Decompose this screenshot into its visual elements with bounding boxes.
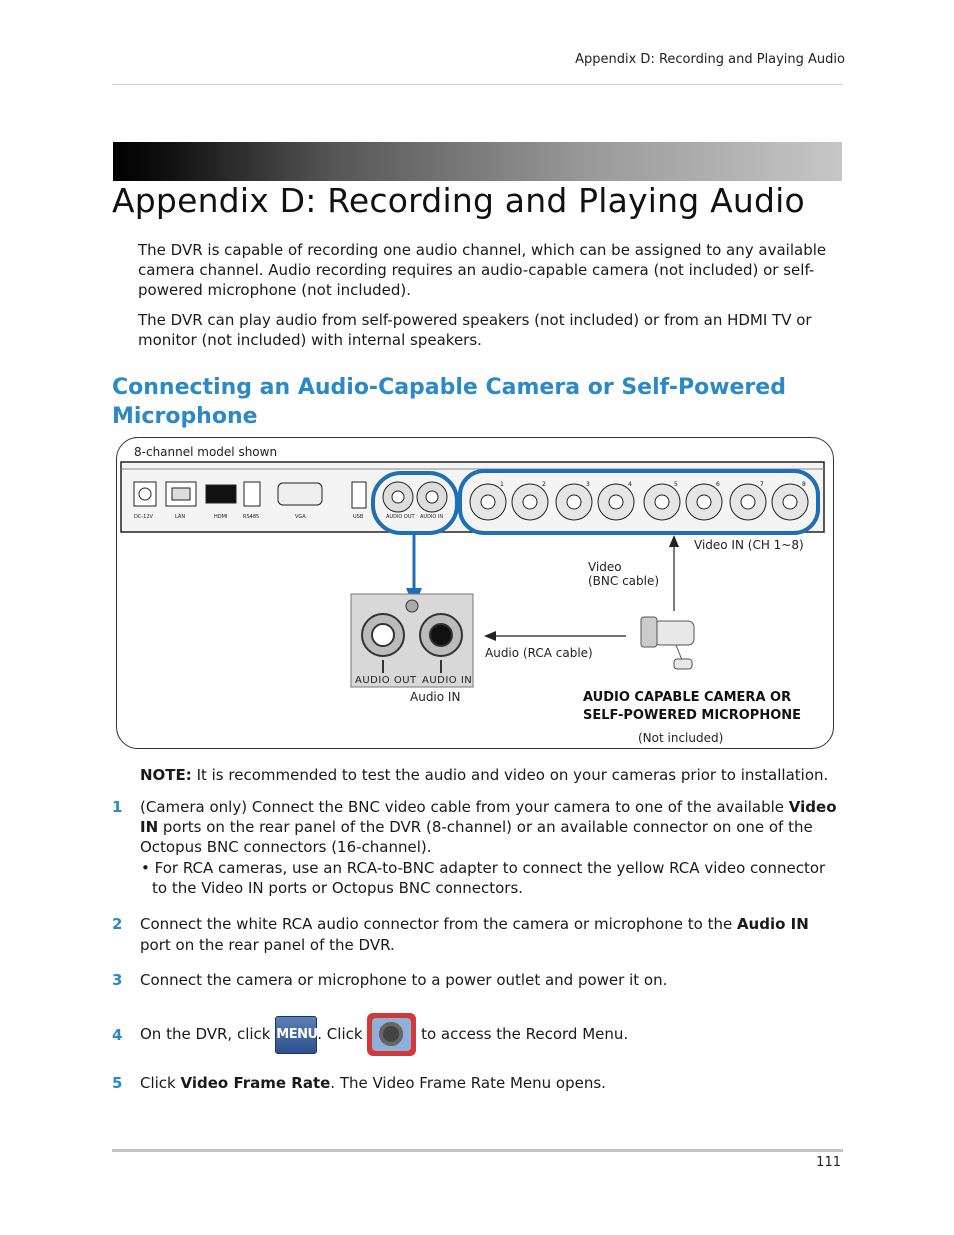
vga-port — [277, 482, 323, 506]
video-in-highlight-ring — [458, 469, 820, 535]
port-label-dc: DC-12V — [134, 514, 153, 520]
step-3: 3 Connect the camera or microphone to a … — [112, 970, 842, 992]
channel-6: 6 — [716, 481, 720, 488]
title-gradient-bar — [113, 142, 842, 181]
port-label-lan: LAN — [175, 514, 186, 520]
port-label-audio-in: AUDIO IN — [420, 514, 444, 520]
step-number: 5 — [112, 1074, 123, 1092]
camera-drawing — [640, 616, 695, 670]
step-number: 3 — [112, 971, 123, 989]
channel-8: 8 — [802, 481, 806, 488]
intro-paragraph-2: The DVR can play audio from self-powered… — [138, 311, 812, 349]
step-text: Click Video Frame Rate. The Video Frame … — [140, 1074, 606, 1092]
step-1: 1 (Camera only) Connect the BNC video ca… — [112, 797, 842, 897]
step-text: (Camera only) Connect the BNC video cabl… — [140, 798, 837, 856]
step-1-bullet: • For RCA cameras, use an RCA-to-BNC ada… — [141, 859, 826, 897]
video-label-line2: (BNC cable) — [588, 574, 660, 588]
connection-diagram — [116, 437, 834, 749]
note: NOTE: It is recommended to test the audi… — [140, 765, 840, 785]
channel-2: 2 — [542, 481, 546, 488]
note-text: It is recommended to test the audio and … — [191, 766, 829, 784]
channel-5: 5 — [674, 481, 678, 488]
intro-paragraph-1: The DVR is capable of recording one audi… — [138, 241, 827, 299]
port-label-hdmi: HDMI — [214, 514, 228, 520]
menu-button-icon: MENU — [275, 1015, 318, 1054]
page-number: 111 — [816, 1155, 841, 1170]
step-5: 5 Click Video Frame Rate. The Video Fram… — [112, 1073, 842, 1095]
step-2: 2 Connect the white RCA audio connector … — [112, 914, 842, 958]
channel-3: 3 — [586, 481, 590, 488]
zoom-audio-in-label: AUDIO IN — [422, 675, 473, 686]
step-text: On the DVR, click MENU. Click to access … — [140, 1010, 840, 1058]
port-label-audio-out: AUDIO OUT — [386, 514, 415, 520]
dvr-diagram-graphic — [120, 461, 825, 688]
port-label-rs485: RS485 — [243, 514, 260, 520]
camera-caption-line1: AUDIO CAPABLE CAMERA OR — [583, 690, 792, 705]
camera-caption-line2: SELF-POWERED MICROPHONE — [583, 708, 802, 723]
channel-7: 7 — [760, 481, 764, 488]
step-number: 2 — [112, 915, 123, 933]
video-in-label: Video IN (CH 1~8) — [694, 538, 804, 552]
zoom-audio-out-label: AUDIO OUT — [355, 675, 417, 686]
usb-port — [351, 481, 367, 509]
record-menu-icon — [367, 1013, 417, 1056]
bnc-connectors — [469, 483, 809, 521]
note-label: NOTE: — [140, 766, 192, 784]
channel-4: 4 — [628, 481, 632, 488]
header-rule — [112, 84, 842, 85]
channel-1: 1 — [500, 481, 504, 488]
audio-cable-label: Audio (RCA cable) — [485, 646, 593, 660]
not-included-caption: (Not included) — [638, 731, 724, 745]
rs485-port — [243, 481, 261, 507]
audio-in-caption: Audio IN — [410, 690, 461, 704]
step-number: 4 — [112, 1026, 123, 1044]
model-note: 8-channel model shown — [134, 445, 278, 459]
page-title: Appendix D: Recording and Playing Audio — [112, 181, 805, 220]
step-text: Connect the camera or microphone to a po… — [140, 971, 668, 989]
video-label-line1: Video — [588, 560, 622, 574]
section-heading: Connecting an Audio-Capable Camera or Se… — [112, 375, 786, 429]
running-header: Appendix D: Recording and Playing Audio — [575, 52, 845, 67]
port-label-usb: USB — [353, 514, 364, 520]
port-label-vga: VGA — [295, 514, 306, 520]
step-text: Connect the white RCA audio connector fr… — [140, 915, 809, 954]
step-4: 4 On the DVR, click MENU. Click to acces… — [112, 1010, 842, 1060]
step-number: 1 — [112, 798, 123, 816]
footer-rule — [112, 1149, 843, 1152]
hdmi-port — [205, 484, 237, 504]
